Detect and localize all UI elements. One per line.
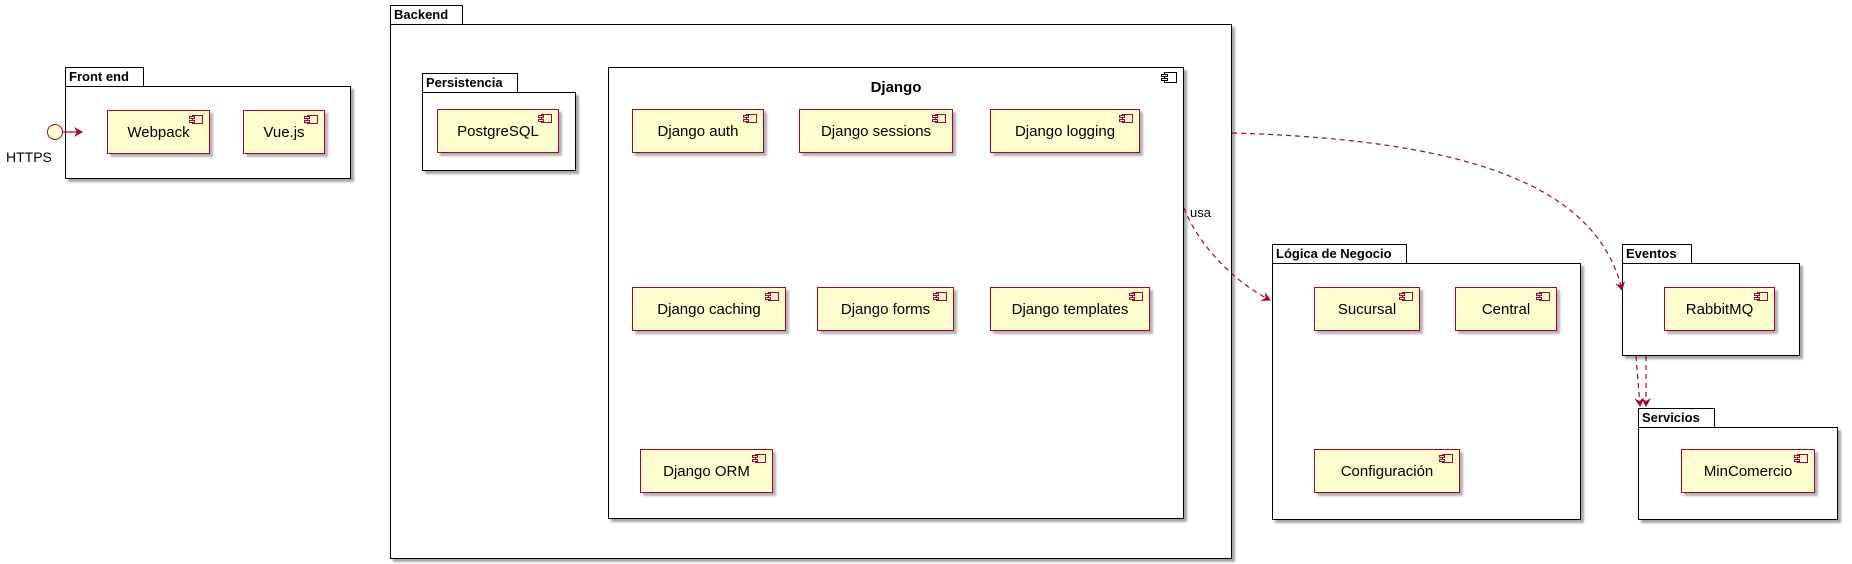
package-servicios-title: Servicios [1638, 408, 1715, 428]
component-icon [1119, 114, 1133, 123]
component-mincomercio-label: MinComercio [1703, 462, 1793, 480]
component-icon [1754, 292, 1768, 301]
component-vuejs: Vue.js [243, 110, 325, 154]
component-icon [1129, 292, 1143, 301]
package-logica-title: Lógica de Negocio [1272, 244, 1407, 264]
component-django-sessions-label: Django sessions [820, 122, 932, 140]
package-frontend-title: Front end [65, 67, 144, 87]
component-django-auth-label: Django auth [657, 122, 739, 140]
package-persistencia-title: Persistencia [422, 73, 518, 93]
component-icon [1161, 72, 1177, 83]
component-django-templates: Django templates [990, 287, 1150, 331]
relation-usa-label: usa [1190, 205, 1211, 220]
component-django-logging-label: Django logging [1014, 122, 1116, 140]
component-mincomercio: MinComercio [1681, 449, 1815, 493]
component-django-orm: Django ORM [640, 449, 773, 493]
component-django-logging: Django logging [990, 109, 1140, 153]
component-icon [765, 292, 779, 301]
component-icon [1794, 454, 1808, 463]
component-webpack: Webpack [107, 110, 210, 154]
package-eventos-title: Eventos [1622, 244, 1692, 264]
component-icon [304, 115, 318, 124]
component-rabbitmq: RabbitMQ [1664, 287, 1775, 331]
https-interface-circle [47, 124, 63, 140]
component-configuracion: Configuración [1314, 449, 1460, 493]
component-postgresql-label: PostgreSQL [457, 122, 539, 140]
component-django-caching-label: Django caching [657, 300, 761, 318]
component-django-forms: Django forms [817, 287, 954, 331]
component-central-label: Central [1481, 300, 1531, 318]
component-icon [743, 114, 757, 123]
component-rabbitmq-label: RabbitMQ [1685, 300, 1754, 318]
component-django-auth: Django auth [632, 109, 764, 153]
https-interface-label: HTTPS [6, 149, 52, 165]
component-icon [932, 114, 946, 123]
component-icon [752, 454, 766, 463]
component-django-caching: Django caching [632, 287, 786, 331]
component-django-sessions: Django sessions [799, 109, 953, 153]
component-postgresql: PostgreSQL [437, 109, 559, 153]
component-icon [1439, 454, 1453, 463]
component-sucursal: Sucursal [1314, 287, 1420, 331]
component-central: Central [1455, 287, 1557, 331]
component-django-title: Django [870, 79, 922, 96]
component-django-templates-label: Django templates [1011, 300, 1129, 318]
component-configuracion-label: Configuración [1340, 462, 1434, 480]
package-backend-title: Backend [390, 5, 464, 25]
component-django-orm-label: Django ORM [663, 462, 750, 480]
component-sucursal-label: Sucursal [1337, 300, 1397, 318]
component-webpack-label: Webpack [127, 123, 190, 141]
component-icon [538, 114, 552, 123]
component-icon [1536, 292, 1550, 301]
relation-eventos-servicios-1 [1634, 355, 1645, 407]
component-vuejs-label: Vue.js [263, 123, 305, 141]
component-icon [1399, 292, 1413, 301]
component-icon [189, 115, 203, 124]
component-django-forms-label: Django forms [840, 300, 931, 318]
component-icon [933, 292, 947, 301]
